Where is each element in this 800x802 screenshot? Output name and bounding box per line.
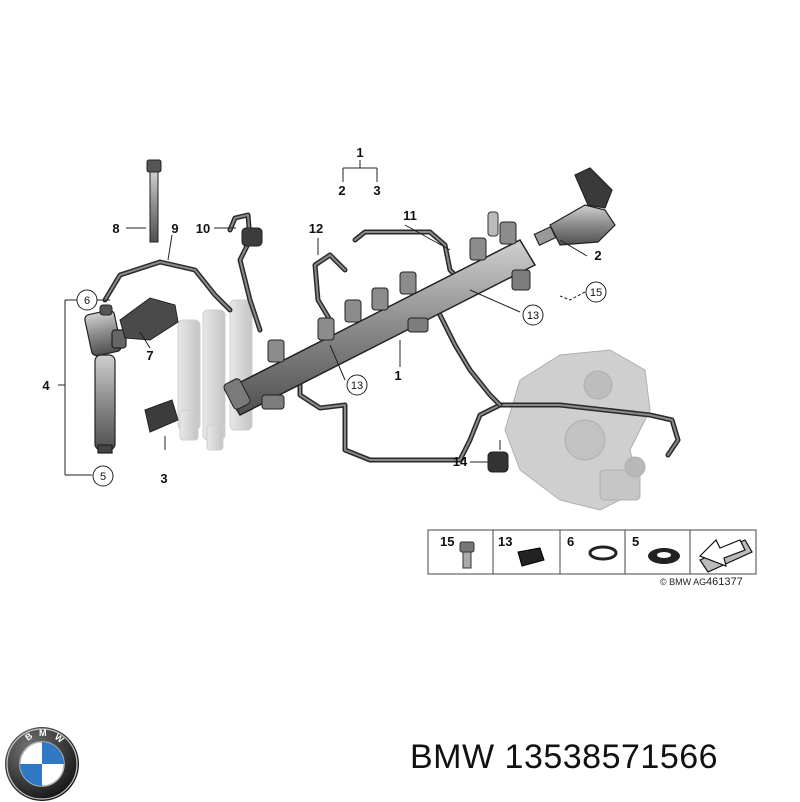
callout-9: 9 bbox=[171, 221, 178, 236]
bolt bbox=[146, 159, 162, 243]
leader-lines bbox=[58, 160, 588, 476]
legend-item-13: 13 bbox=[498, 534, 512, 549]
high-pressure-pump bbox=[504, 349, 651, 511]
callout-13a: 13 bbox=[351, 380, 363, 392]
legend-diagram-number: 461377 bbox=[706, 576, 743, 588]
callout-8: 8 bbox=[112, 221, 119, 236]
svg-text:B: B bbox=[23, 730, 35, 742]
fuel-lines bbox=[102, 212, 681, 463]
callout-13b: 13 bbox=[527, 310, 539, 322]
callout-7: 7 bbox=[146, 348, 153, 363]
legend-copyright: © BMW AG bbox=[660, 577, 706, 587]
legend-item-6: 6 bbox=[567, 534, 574, 549]
part-number: 13538571566 bbox=[504, 738, 719, 776]
callout-14: 14 bbox=[453, 454, 468, 469]
parts-legend: 15 13 6 5 bbox=[427, 529, 757, 575]
legend-bolt-icon bbox=[459, 541, 475, 569]
callout-circles bbox=[76, 281, 607, 487]
callout-3a: 3 bbox=[373, 183, 380, 198]
callout-6: 6 bbox=[84, 295, 90, 307]
legend-item-5: 5 bbox=[632, 534, 639, 549]
common-rail bbox=[223, 211, 537, 416]
pressure-sensor bbox=[533, 167, 616, 247]
legend-seal-ring-icon bbox=[588, 545, 618, 561]
clamp bbox=[119, 297, 179, 341]
callout-2a: 2 bbox=[338, 183, 345, 198]
brand-name: BMW bbox=[410, 738, 495, 776]
callout-3: 3 bbox=[160, 471, 167, 486]
callout-10: 10 bbox=[196, 221, 210, 236]
injector bbox=[84, 309, 127, 454]
callout-1: 1 bbox=[356, 145, 363, 160]
callout-12: 12 bbox=[309, 221, 323, 236]
svg-text:M: M bbox=[39, 728, 47, 738]
legend-item-15: 15 bbox=[440, 534, 454, 549]
callout-4: 4 bbox=[42, 378, 50, 393]
callout-1b: 1 bbox=[394, 368, 401, 383]
legend-arrow-icon bbox=[698, 538, 753, 573]
ghost-injectors bbox=[177, 299, 253, 451]
legend-grommet-icon bbox=[517, 547, 545, 567]
part-title: BMW 13538571566 bbox=[410, 738, 718, 777]
callout-11: 11 bbox=[403, 208, 417, 223]
small-parts bbox=[99, 227, 509, 473]
callout-15: 15 bbox=[590, 287, 602, 299]
bmw-logo: B M W bbox=[5, 727, 79, 801]
callout-labels: 1 2 3 8 9 10 12 11 2 6 4 7 1 13 13 15 5 … bbox=[42, 145, 602, 486]
callout-5: 5 bbox=[100, 471, 106, 483]
callout-2: 2 bbox=[594, 248, 601, 263]
